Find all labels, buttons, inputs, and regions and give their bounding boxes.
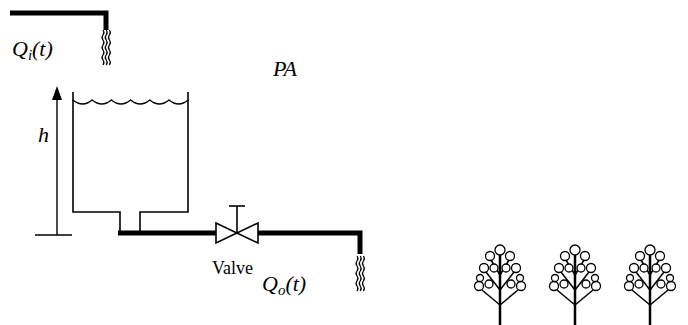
flow-label: Qi(t) bbox=[12, 38, 53, 63]
water-stream bbox=[102, 30, 104, 65]
flow-label: Qo(t) bbox=[262, 273, 306, 298]
part-name: Valve bbox=[212, 259, 253, 277]
pressure-label: PA bbox=[273, 58, 297, 80]
water-stream bbox=[356, 256, 358, 291]
height-label: h bbox=[38, 124, 49, 146]
water-stream bbox=[359, 256, 361, 291]
water-stream bbox=[108, 30, 110, 65]
water-stream bbox=[105, 30, 107, 65]
water-stream bbox=[362, 256, 364, 291]
